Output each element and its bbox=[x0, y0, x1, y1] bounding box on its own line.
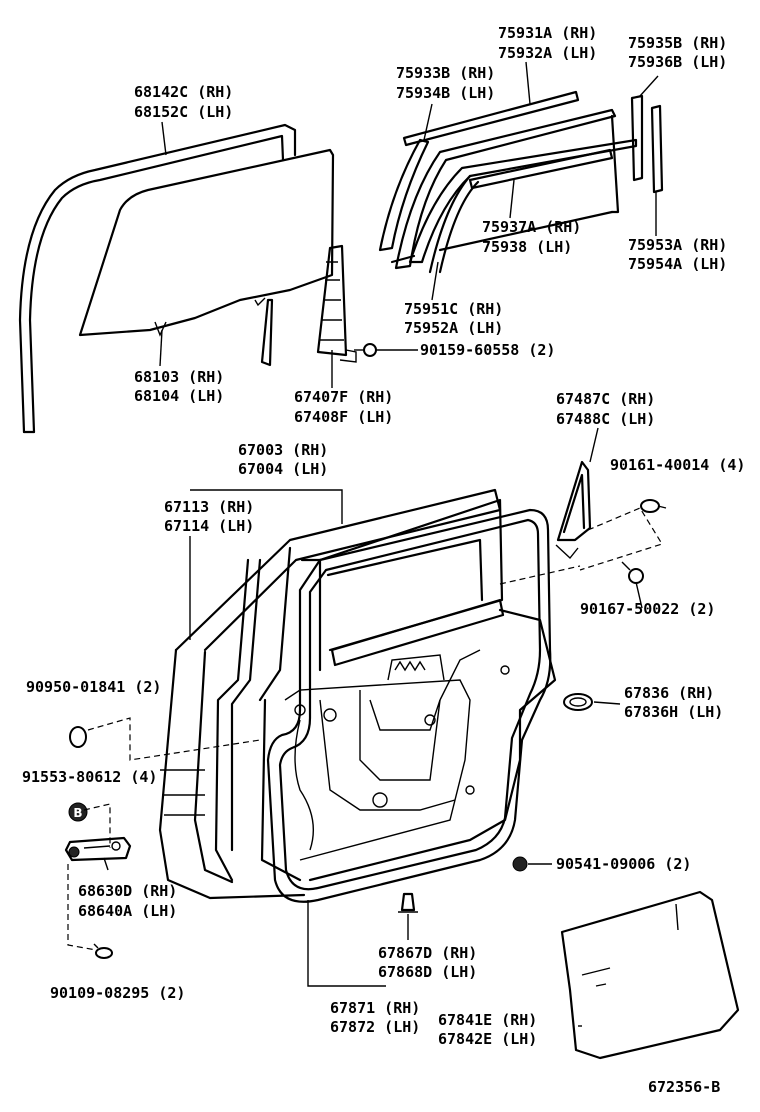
callout-90541: 90541-09006 (2) bbox=[556, 855, 691, 873]
svg-text:75933B (RH): 75933B (RH) bbox=[396, 64, 495, 82]
svg-text:67842E (LH): 67842E (LH) bbox=[438, 1030, 537, 1048]
svg-text:75936B (LH): 75936B (LH) bbox=[628, 53, 727, 71]
callout-68142: 68142C (RH) 68152C (LH) bbox=[134, 83, 233, 121]
rear-door-panel bbox=[158, 488, 557, 900]
svg-text:67003 (RH): 67003 (RH) bbox=[238, 441, 328, 459]
badge-b: B bbox=[73, 806, 82, 820]
svg-text:75938 (LH): 75938 (LH) bbox=[482, 238, 572, 256]
mount-guide-lower bbox=[499, 565, 581, 585]
svg-text:67487C (RH): 67487C (RH) bbox=[556, 390, 655, 408]
callout-67836: 67836 (RH) 67836H (LH) bbox=[624, 684, 723, 721]
svg-text:75952A (LH): 75952A (LH) bbox=[404, 319, 503, 337]
svg-text:75931A (RH): 75931A (RH) bbox=[498, 24, 597, 42]
svg-text:67408F (LH): 67408F (LH) bbox=[294, 408, 393, 426]
svg-text:68142C (RH): 68142C (RH) bbox=[134, 83, 233, 101]
svg-text:75934B (LH): 75934B (LH) bbox=[396, 84, 495, 102]
svg-text:90109-08295 (2): 90109-08295 (2) bbox=[50, 984, 185, 1002]
rear-upper-moulding bbox=[630, 94, 644, 182]
callout-68103: 68103 (RH) 68104 (LH) bbox=[134, 368, 224, 405]
svg-text:67867D (RH): 67867D (RH) bbox=[378, 944, 477, 962]
plug-90950 bbox=[69, 726, 87, 748]
callout-90159: 90159-60558 (2) bbox=[420, 341, 555, 359]
svg-text:67004 (LH): 67004 (LH) bbox=[238, 460, 328, 478]
quarter-window bbox=[555, 460, 592, 560]
callout-67407: 67407F (RH) 67408F (LH) bbox=[294, 388, 393, 426]
door-hinge bbox=[64, 836, 132, 862]
rear-lower-moulding bbox=[650, 104, 664, 194]
door-glass bbox=[78, 148, 335, 337]
svg-text:90167-50022 (2): 90167-50022 (2) bbox=[580, 600, 715, 618]
svg-text:67113 (RH): 67113 (RH) bbox=[164, 498, 254, 516]
svg-text:75953A (RH): 75953A (RH) bbox=[628, 236, 727, 254]
bolt-90109 bbox=[93, 943, 113, 959]
callout-90167: 90167-50022 (2) bbox=[580, 600, 715, 618]
hole-plug-67836 bbox=[563, 693, 593, 711]
belt-moulding bbox=[402, 90, 580, 147]
clip-90541 bbox=[512, 856, 528, 872]
glass-run-channel bbox=[18, 123, 297, 434]
glass-run-lower bbox=[260, 298, 274, 367]
svg-text:75937A (RH): 75937A (RH) bbox=[482, 218, 581, 236]
callout-75931: 75931A (RH) 75932A (LH) bbox=[498, 24, 597, 62]
window-frame-moulding bbox=[378, 108, 638, 274]
callout-90950: 90950-01841 (2) bbox=[26, 678, 161, 696]
svg-text:67488C (LH): 67488C (LH) bbox=[556, 410, 655, 428]
svg-text:67114 (LH): 67114 (LH) bbox=[164, 517, 254, 535]
callout-90161: 90161-40014 (4) bbox=[610, 456, 745, 474]
hinge-lower-guide bbox=[67, 864, 97, 951]
svg-text:68152C (LH): 68152C (LH) bbox=[134, 103, 233, 121]
svg-text:75935B (RH): 75935B (RH) bbox=[628, 34, 727, 52]
callout-67871: 67871 (RH) 67872 (LH) bbox=[330, 999, 420, 1036]
callout-75953: 75953A (RH) 75954A (LH) bbox=[628, 236, 727, 273]
plug-guide bbox=[87, 717, 261, 761]
rear-door-division-bar bbox=[316, 244, 357, 363]
svg-text:68630D (RH): 68630D (RH) bbox=[78, 882, 177, 900]
svg-text:67841E (RH): 67841E (RH) bbox=[438, 1011, 537, 1029]
svg-text:68640A (LH): 68640A (LH) bbox=[78, 902, 177, 920]
clip-67867 bbox=[398, 892, 418, 913]
svg-text:75954A (LH): 75954A (LH) bbox=[628, 255, 727, 273]
screw-90159 bbox=[354, 343, 377, 357]
callout-91553: 91553-80612 (4) bbox=[22, 768, 157, 786]
svg-text:67872 (LH): 67872 (LH) bbox=[330, 1018, 420, 1036]
mount-guide-upper bbox=[579, 507, 663, 571]
callout-67841: 67841E (RH) 67842E (LH) bbox=[438, 1011, 537, 1048]
svg-text:67836 (RH): 67836 (RH) bbox=[624, 684, 714, 702]
svg-text:90950-01841 (2): 90950-01841 (2) bbox=[26, 678, 161, 696]
bolt-91553: B bbox=[68, 802, 88, 822]
callout-68630: 68630D (RH) 68640A (LH) bbox=[78, 882, 177, 920]
callout-67487: 67487C (RH) 67488C (LH) bbox=[556, 390, 655, 428]
callout-75935: 75935B (RH) 75936B (LH) bbox=[628, 34, 727, 71]
callout-75937: 75937A (RH) 75938 (LH) bbox=[482, 218, 581, 256]
callout-67867: 67867D (RH) 67868D (LH) bbox=[378, 944, 477, 981]
callout-90109: 90109-08295 (2) bbox=[50, 984, 185, 1002]
svg-text:90159-60558 (2): 90159-60558 (2) bbox=[420, 341, 555, 359]
svg-text:90161-40014 (4): 90161-40014 (4) bbox=[610, 456, 745, 474]
callout-67113: 67113 (RH) 67114 (LH) bbox=[164, 498, 254, 535]
svg-text:91553-80612 (4): 91553-80612 (4) bbox=[22, 768, 157, 786]
svg-text:67871 (RH): 67871 (RH) bbox=[330, 999, 420, 1017]
leader-lines bbox=[103, 61, 659, 1027]
svg-text:67836H (LH): 67836H (LH) bbox=[624, 703, 723, 721]
svg-text:90541-09006 (2): 90541-09006 (2) bbox=[556, 855, 691, 873]
svg-text:68104 (LH): 68104 (LH) bbox=[134, 387, 224, 405]
diagram-id: 672356-B bbox=[648, 1078, 720, 1096]
svg-text:75951C (RH): 75951C (RH) bbox=[404, 300, 503, 318]
callout-75933: 75933B (RH) 75934B (LH) bbox=[396, 64, 495, 102]
bolt-90167 bbox=[621, 561, 644, 584]
svg-text:68103 (RH): 68103 (RH) bbox=[134, 368, 224, 386]
door-weatherstrip bbox=[266, 508, 552, 903]
screw-90161 bbox=[640, 499, 667, 513]
service-hole-cover bbox=[560, 890, 740, 1060]
callout-75951: 75951C (RH) 75952A (LH) bbox=[404, 300, 503, 337]
callout-67003: 67003 (RH) 67004 (LH) bbox=[238, 441, 328, 478]
svg-text:67407F (RH): 67407F (RH) bbox=[294, 388, 393, 406]
svg-text:75932A (LH): 75932A (LH) bbox=[498, 44, 597, 62]
svg-text:67868D (LH): 67868D (LH) bbox=[378, 963, 477, 981]
